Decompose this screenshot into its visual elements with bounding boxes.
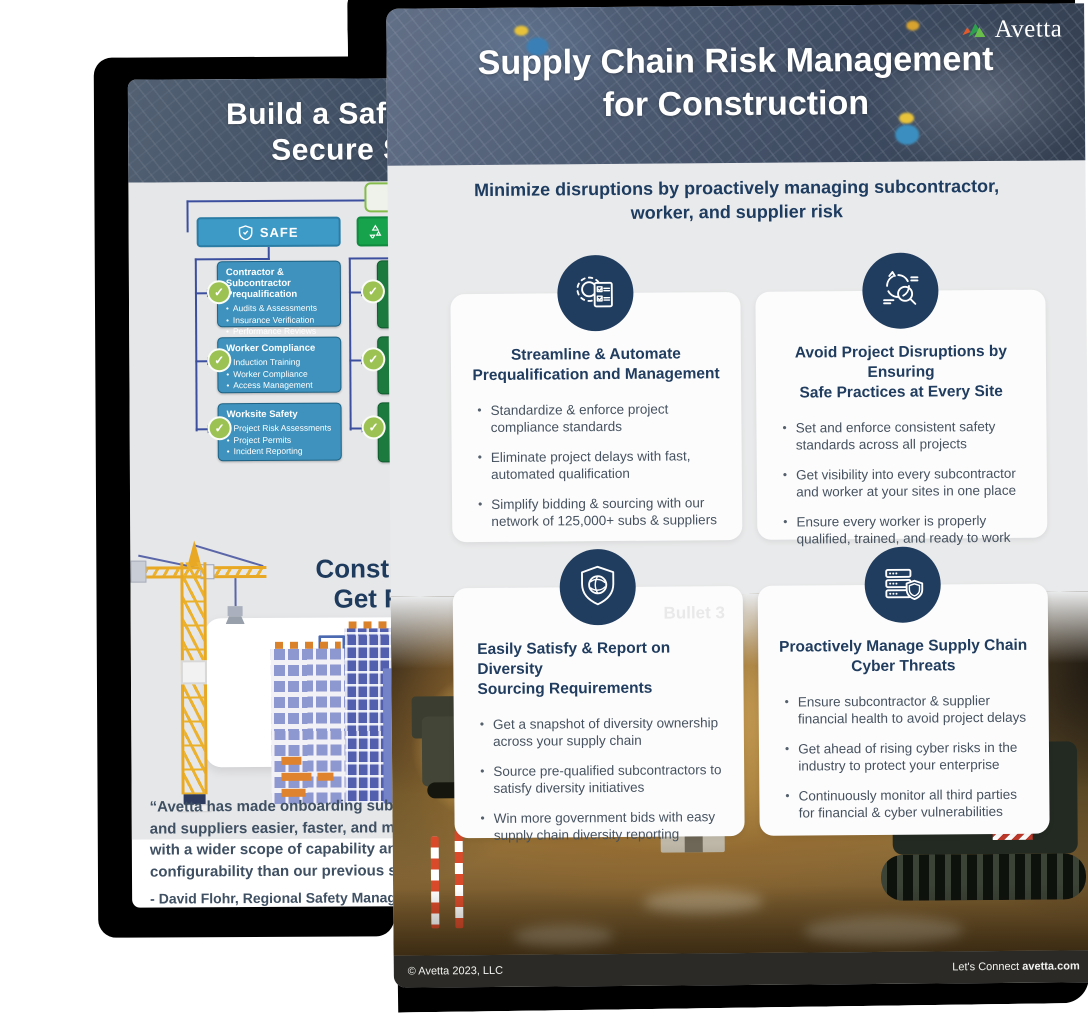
card-bullet: •Ensure subcontractor & supplier financi…	[784, 693, 1027, 727]
card-bullet: •Continuously monitor all third parties …	[785, 786, 1017, 821]
hard-hat-dot	[514, 25, 529, 36]
card-bullet: •Simplify bidding & sourcing with our ne…	[478, 495, 717, 529]
shield-globe-icon	[559, 548, 637, 626]
flowchart-safe-node: SAFE	[196, 216, 341, 248]
avetta-logo-mark-icon	[962, 23, 986, 38]
front-header-photo: Supply Chain Risk Management for Constru…	[386, 3, 1086, 166]
back-page-body: SAFE S Contractor & SubcontractorPrequal…	[128, 179, 772, 907]
card-bullet: •Win more government bids with easy supp…	[480, 809, 716, 843]
front-page-title: Supply Chain Risk Management for Constru…	[477, 39, 994, 125]
avetta-logo: Avetta	[960, 15, 1062, 44]
card-bullet: •Standardize & enforce project complianc…	[477, 401, 669, 435]
card-diversity: Bullet 3 Easily Satisfy & Report on Dive…	[452, 548, 745, 843]
shield-icon	[238, 224, 253, 240]
card-bullet: •Get ahead of rising cyber risks in the …	[784, 739, 1018, 774]
check-icon: ✓	[361, 415, 386, 440]
flowchart-sustainable-node: S	[356, 215, 475, 247]
flowchart-box-worksite-safety: Worksite Safety •Project Risk Assessment…	[217, 402, 342, 462]
card-bullet: •Source pre-qualified subcontractors to …	[480, 762, 722, 796]
worker-dot	[895, 124, 920, 145]
avetta-domain-link[interactable]: avetta.com	[1022, 960, 1080, 973]
recycle-icon	[369, 224, 382, 239]
check-icon: ✓	[360, 279, 386, 304]
ghost-text: Bullet 3	[663, 603, 725, 623]
magnifier-chart-icon	[862, 252, 939, 330]
gear-checklist-icon	[557, 254, 634, 332]
back-page-title-line2: Secure S	[271, 133, 404, 167]
card-bullet: •Ensure every worker is properly qualifi…	[783, 513, 1011, 547]
front-copyright: © Avetta 2023, LLC	[407, 964, 504, 978]
avetta-logo-text: Avetta	[994, 15, 1063, 43]
check-icon: ✓	[206, 280, 232, 305]
safe-label: SAFE	[259, 224, 299, 240]
crane-hook	[227, 606, 243, 617]
card-bullet: •Get visibility into every subcontractor…	[782, 465, 1017, 500]
flowchart-box-worker-compliance: Worker Compliance •Induction Training •W…	[217, 336, 342, 394]
back-page-title-line1: Build a Saf	[225, 97, 387, 132]
check-icon: ✓	[207, 416, 232, 441]
front-page: Supply Chain Risk Management for Constru…	[386, 3, 1088, 988]
check-icon: ✓	[207, 348, 232, 373]
back-page: Build a Saf Secure S SAFE	[127, 76, 773, 908]
crane-counterweight	[130, 560, 147, 583]
card-bullet: •Eliminate project delays with fast, aut…	[477, 448, 691, 482]
front-page-footer: © Avetta 2023, LLC Let's Connect avetta.…	[393, 950, 1088, 988]
card-bullet: •Set and enforce consistent safety stand…	[782, 418, 996, 453]
hard-hat-dot	[906, 20, 920, 31]
card-bullet: •Get a snapshot of diversity ownership a…	[479, 715, 719, 749]
front-page-subtitle: Minimize disruptions by proactively mana…	[473, 175, 1000, 223]
connect-text: Let's Connect avetta.com	[952, 960, 1080, 974]
check-icon: ✓	[361, 347, 386, 372]
server-shield-icon	[864, 546, 942, 624]
